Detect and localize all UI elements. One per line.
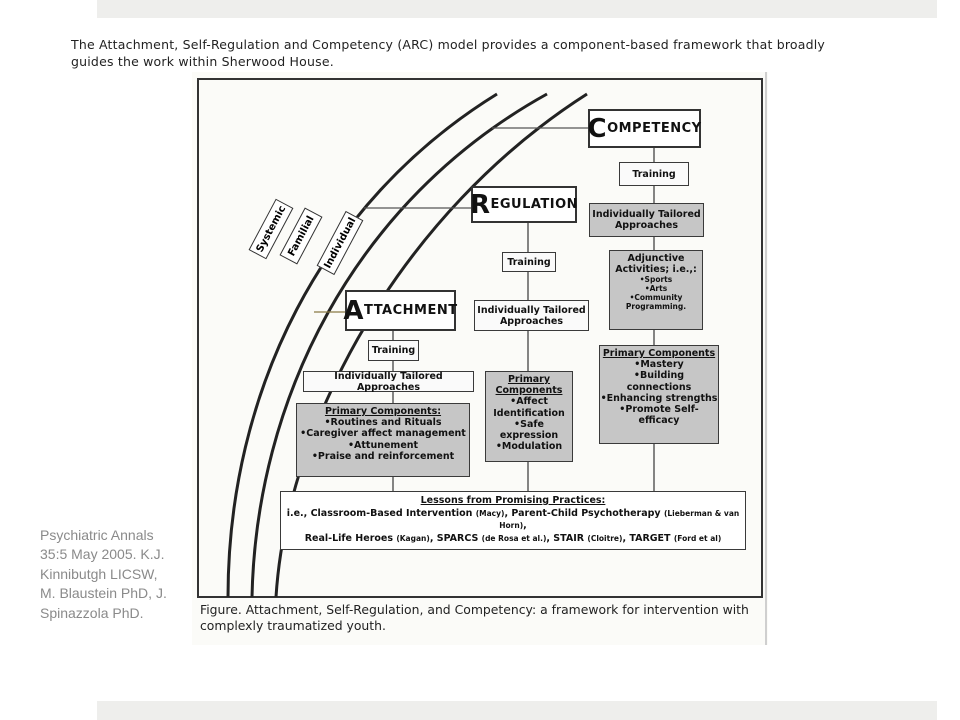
competency-adjunctive-box: Adjunctive Activities; i.e.,: •Sports •A… (609, 250, 703, 330)
intro-paragraph: The Attachment, Self-Regulation and Comp… (71, 37, 826, 69)
competency-primary-item: •Enhancing strengths (600, 392, 718, 404)
lessons-text: , TARGET (622, 532, 674, 544)
attachment-tailored-label: Individually Tailored Approaches (334, 370, 443, 393)
bottom-band (97, 701, 937, 720)
competency-adjunctive-heading: Adjunctive Activities; i.e.,: (615, 253, 697, 276)
figure-frame (197, 78, 763, 598)
competency-primary-item: •Mastery (634, 359, 684, 371)
competency-title-rest: OMPETENCY (607, 121, 702, 136)
attachment-initial: A (343, 295, 365, 326)
regulation-tailored-label: Individually Tailored Approaches (477, 304, 586, 327)
lessons-author: (de Rosa et al.) (481, 533, 547, 543)
attachment-training-box: Training (368, 340, 419, 361)
lessons-heading: Lessons from Promising Practices: (420, 495, 606, 506)
lessons-text: , Parent-Child Psychotherapy (504, 507, 664, 519)
competency-primary-box: Primary Components •Mastery •Building co… (599, 345, 719, 444)
competency-adjunctive-item-arts: •Arts (644, 284, 668, 294)
regulation-primary-item: •Safe expression (499, 418, 559, 442)
competency-primary-item: •Building connections (626, 370, 692, 393)
lessons-text: , (523, 520, 527, 531)
lessons-author: (Kagan) (396, 533, 430, 543)
attachment-title-rest: TTACHMENT (364, 303, 458, 318)
competency-adjunctive-item-sports: •Sports (639, 275, 673, 285)
regulation-primary-heading: Primary Components (495, 374, 563, 397)
lessons-text: i.e., Classroom-Based Intervention (286, 507, 476, 519)
lessons-text: , STAIR (546, 532, 588, 544)
regulation-title-rest: EGULATION (490, 197, 579, 212)
regulation-primary-item: •Modulation (495, 441, 563, 453)
lessons-line-2: Real-Life Heroes (Kagan), SPARCS (de Ros… (281, 533, 745, 546)
competency-adjunctive-item-community: •Community Programming. (625, 293, 687, 312)
competency-tailored-label: Individually Tailored Approaches (592, 209, 701, 231)
systemic-curve (226, 92, 498, 598)
regulation-primary-item: •Affect Identification (493, 396, 565, 419)
competency-initial: C (587, 113, 608, 144)
lessons-author: (Macy) (475, 508, 505, 518)
lessons-text: Real-Life Heroes (304, 532, 397, 544)
lessons-line-1: i.e., Classroom-Based Intervention (Macy… (281, 508, 745, 533)
lessons-author: (Cloitre) (587, 533, 623, 543)
lessons-author: (Ford et al) (673, 533, 722, 543)
regulation-initial: R (469, 189, 491, 220)
figure-caption: Figure. Attachment, Self-Regulation, and… (200, 602, 749, 633)
familial-curve (250, 92, 548, 598)
competency-training-label: Training (632, 168, 676, 180)
regulation-training-box: Training (502, 252, 556, 272)
attachment-primary-box: Primary Components: •Routines and Ritual… (296, 403, 470, 477)
attachment-primary-heading: Primary Components: (324, 406, 442, 417)
top-band (97, 0, 937, 18)
regulation-primary-box: Primary Components •Affect Identificatio… (485, 371, 573, 462)
attachment-primary-item: •Caregiver affect management (300, 428, 466, 440)
lessons-author: (Lieberman & van Horn) (499, 508, 740, 531)
competency-training-box: Training (619, 162, 689, 186)
regulation-training-label: Training (507, 256, 551, 268)
attachment-training-label: Training (371, 345, 416, 356)
attachment-primary-item: •Attunement (347, 439, 419, 451)
attachment-primary-item: •Routines and Rituals (324, 417, 442, 429)
lessons-text: , SPARCS (429, 532, 482, 544)
citation-text: Psychiatric Annals 35:5 May 2005. K.J. K… (40, 527, 167, 621)
regulation-tailored-box: Individually Tailored Approaches (474, 300, 589, 331)
attachment-tailored-box: Individually Tailored Approaches (303, 370, 474, 393)
lessons-box: Lessons from Promising Practices: i.e., … (280, 491, 746, 550)
attachment-primary-item: •Praise and reinforcement (311, 450, 455, 462)
competency-primary-heading: Primary Components (602, 348, 716, 359)
competency-tailored-box: Individually Tailored Approaches (589, 203, 704, 237)
competency-primary-item: •Promote Self-efficacy (619, 404, 699, 427)
